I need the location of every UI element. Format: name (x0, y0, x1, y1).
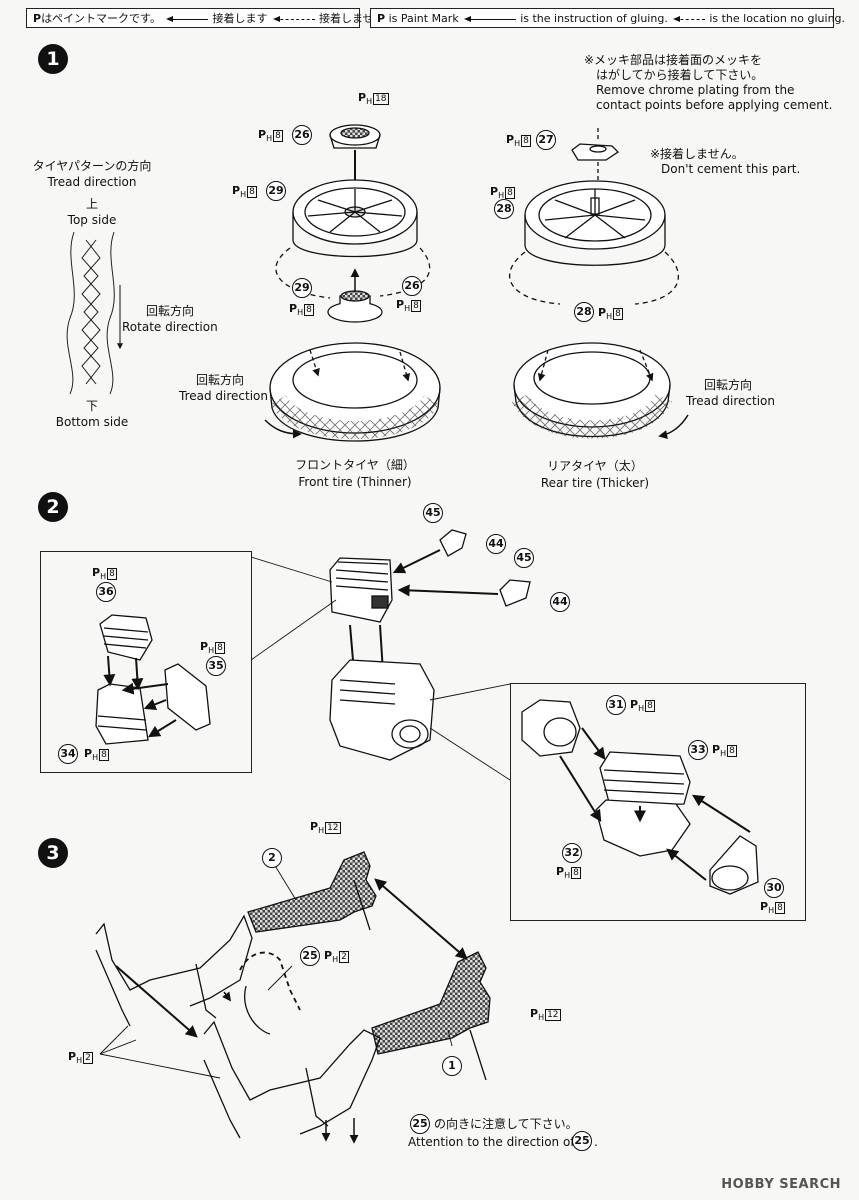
chrome-note-en-1: Remove chrome plating from the (596, 83, 795, 97)
paint-mark-symbol: P (33, 12, 42, 25)
part-number: 27 (536, 130, 556, 150)
rear-rotate-en: Tread direction (686, 394, 775, 408)
part-number: 29 (266, 181, 286, 201)
watermark-logo: HOBBY SEARCH (721, 1177, 841, 1192)
part-number: 29 (292, 278, 312, 298)
no-glue-arrow-icon (272, 15, 315, 22)
tread-direction-strip (66, 231, 115, 395)
part-number: 26 (402, 276, 422, 296)
step-number-2: 2 (38, 492, 68, 522)
part-number: 30 (764, 878, 784, 898)
right-panel-parts (521, 699, 759, 895)
rear-tire-en: Rear tire (Thicker) (540, 476, 650, 490)
legend-jp-paint-mark: はペイントマークです。 (41, 12, 161, 25)
step-number-1: 1 (38, 44, 68, 74)
direction-note-jp: の向きに注意して下さい。 (434, 1117, 578, 1131)
front-rotate-en: Tread direction (179, 389, 268, 403)
engine-assembly-step2 (250, 529, 531, 781)
legend-jp-no-glue: 接着しません (318, 12, 385, 25)
bottom-side-jp: 下 (85, 399, 98, 413)
part-number: 36 (96, 582, 116, 602)
part-number: 31 (606, 695, 626, 715)
part-number: 45 (514, 548, 534, 568)
part-number: 34 (58, 744, 78, 764)
top-side-jp: 上 (85, 197, 98, 211)
glue-arrow-icon (166, 15, 209, 22)
tread-direction-en: Tread direction (47, 175, 137, 189)
part-number: 28 (574, 302, 594, 322)
part-number: 28 (494, 199, 514, 219)
front-tire-jp: フロントタイヤ（細） (295, 458, 415, 472)
part-number: 26 (292, 125, 312, 145)
part-number: 25 (572, 1131, 592, 1151)
step-number-3: 3 (38, 838, 68, 868)
front-rotate-jp: 回転方向 (196, 373, 245, 387)
part-number: 35 (206, 656, 226, 676)
rear-wheel-assembly (508, 128, 689, 439)
no-cement-en: Don't cement this part. (661, 162, 801, 176)
part-number: 44 (550, 592, 570, 612)
part-number: 45 (423, 503, 443, 523)
part-number: 25 (410, 1114, 430, 1134)
legend-japanese: Pはペイントマークです。 接着します 接着しません (26, 8, 385, 28)
part-number: 1 (442, 1056, 462, 1076)
chrome-note-jp-2: はがしてから接着して下さい。 (596, 68, 764, 82)
step2-left-detail-panel (40, 551, 252, 773)
part-number: 32 (562, 843, 582, 863)
chrome-note-en-2: contact points before applying cement. (596, 98, 833, 112)
chrome-note-jp-1: ※メッキ部品は接着面のメッキを (584, 53, 763, 67)
direction-note-end: . (594, 1135, 598, 1149)
frame-assembly-step3 (95, 851, 491, 1144)
rotate-direction-en: Rotate direction (122, 320, 218, 334)
no-glue-arrow-icon (673, 15, 706, 22)
bottom-side-en: Bottom side (55, 415, 129, 429)
part-number: 2 (262, 848, 282, 868)
front-wheel-assembly (264, 124, 441, 442)
top-side-en: Top side (67, 213, 117, 227)
legend-en-glue: is the instruction of gluing. (520, 12, 668, 25)
front-tire-en: Front tire (Thinner) (298, 475, 412, 489)
no-cement-jp: ※接着しません。 (650, 147, 744, 161)
legend-english: P is Paint Mark is the instruction of gl… (370, 8, 845, 28)
rotate-direction-jp: 回転方向 (146, 304, 195, 318)
legend-en-no-glue: is the location no gluing. (709, 12, 846, 25)
part-number: 33 (688, 740, 708, 760)
step2-right-detail-panel (510, 683, 806, 921)
glue-arrow-icon (464, 15, 517, 22)
left-panel-parts (95, 614, 211, 745)
legend-jp-glue: 接着します (212, 12, 268, 25)
paint-mark-symbol: P (377, 12, 386, 25)
legend-en-paint-mark: is Paint Mark (388, 12, 459, 25)
tread-direction-jp: タイヤパターンの方向 (32, 159, 152, 173)
part-number: 25 (300, 946, 320, 966)
part-number: 44 (486, 534, 506, 554)
rear-tire-jp: リアタイヤ（太） (547, 459, 643, 473)
rear-rotate-jp: 回転方向 (704, 378, 753, 392)
direction-note-en: Attention to the direction of (408, 1135, 575, 1149)
